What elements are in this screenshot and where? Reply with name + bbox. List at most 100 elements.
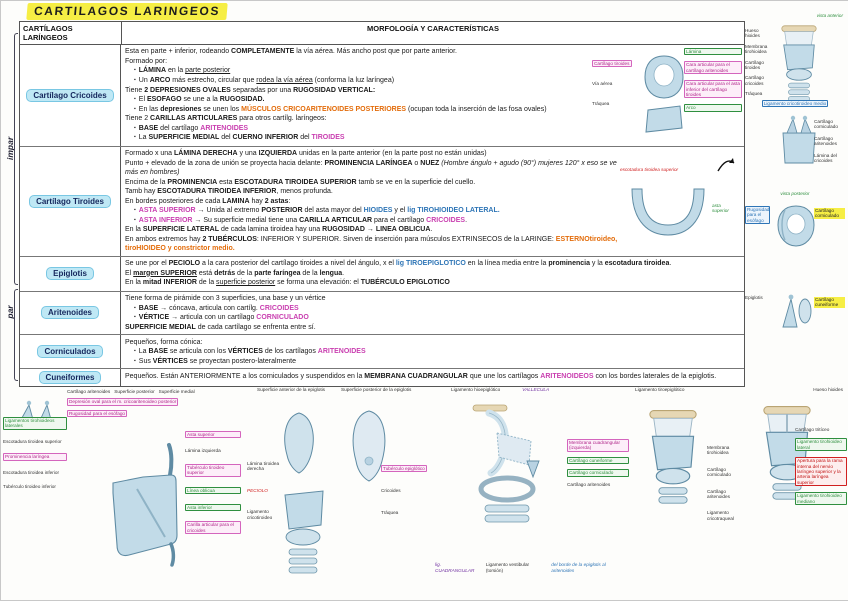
- text-segment: con los bordes laterales de la epiglotis…: [593, 372, 717, 380]
- content-line: Tiene 2 CARILLAS ARTICULARES para otros …: [125, 114, 590, 123]
- morphology-cell: Se une por el PECIOLO a la cara posterio…: [121, 257, 744, 291]
- figure-label: Tráquea: [592, 100, 610, 106]
- text-segment: en la: [166, 67, 186, 75]
- morphology-cell: Esta en parte + inferior, rodeando COMPL…: [121, 45, 744, 146]
- text-segment: Pequeños. Están ANTERIORMENTE a los corn…: [125, 372, 365, 380]
- figure-label: Escotadura tiroidea superior: [3, 438, 62, 444]
- brace-impar: [14, 33, 18, 285]
- content-line: ▪Un ARCO más estrecho, circular que rode…: [125, 76, 590, 85]
- figure-label: Tubérculo epiglótico: [381, 465, 427, 473]
- small-cartilages-illustration: [782, 294, 812, 328]
- text-segment: PROMINENCIA: [167, 178, 218, 186]
- text-segment: (ocupan toda la inserción de las fosa ov…: [406, 105, 547, 113]
- figure-labels-right: asta superior: [712, 203, 738, 214]
- text-segment: El: [125, 269, 134, 277]
- figure-label: Asta inferior: [185, 504, 241, 512]
- figure-label: Membrana tirohioidea: [707, 445, 730, 456]
- figure-label: Lámina: [684, 48, 742, 56]
- text-segment: esta: [217, 178, 235, 186]
- content-line: Formado x una LÁMINA DERECHA y una IZQUI…: [125, 149, 628, 158]
- text-segment: del asta mayor del: [302, 207, 364, 215]
- text-segment: :: [288, 197, 291, 205]
- text-segment: Un: [138, 77, 150, 85]
- figure-label: Arco: [684, 104, 742, 112]
- text-segment: de la: [196, 279, 217, 287]
- figure-label: Hueso hioides: [813, 387, 843, 392]
- line-text: ASTA INFERIOR → Su superficie medial tie…: [139, 216, 467, 225]
- figure-labels-bottom: vista posterior: [745, 191, 845, 196]
- figure-label: Ligamento tiroepiglótico: [635, 387, 685, 392]
- text-segment: En las: [138, 105, 161, 113]
- cartilage-table: CARTÍLAGOS LARÍNGEOS MORFOLOGÍA Y CARACT…: [19, 21, 745, 388]
- text-segment: que une los cartílagos: [467, 372, 541, 380]
- bullet-icon: ▪: [134, 105, 136, 112]
- figure-label: Carilla articular para el cricoides: [185, 521, 241, 535]
- text-segment: NUEZ: [420, 159, 440, 167]
- text-segment: → cóncava, articula con cartílg.: [158, 304, 260, 312]
- text-segment: se proyectan postero-lateralmente: [187, 357, 296, 365]
- text-segment: ARITENOIDES: [317, 348, 366, 356]
- thyroid-lateral-illustration: [112, 443, 178, 567]
- cartilage-name: Cartílago Tiroides: [29, 194, 111, 208]
- text-segment: ARITENOIDES: [200, 124, 249, 132]
- line-text: Pequeños. Están ANTERIORMENTE a los corn…: [125, 372, 716, 381]
- cricoid-ring-illustration: [777, 205, 815, 247]
- text-segment: MEMBRANA CUADRANGULAR: [364, 372, 468, 380]
- text-segment: → articula con un cartílago: [169, 314, 257, 322]
- figure-label: Lámina tiroidea derecha: [247, 461, 280, 472]
- figure-label: Cartílago aritenoides: [567, 481, 611, 487]
- content-line: Punto + elevado de la zona de unión se p…: [125, 159, 628, 177]
- table-header: CARTÍLAGOS LARÍNGEOS MORFOLOGÍA Y CARACT…: [20, 22, 744, 45]
- figure-label: Tráquea: [745, 91, 763, 97]
- content-line: ▪BASE → cóncava, articula con cartílg. C…: [125, 304, 740, 313]
- figure-label: Vía aérea: [592, 81, 613, 87]
- text-segment: , menos profunda.: [276, 188, 333, 196]
- text-segment: o: [412, 159, 421, 167]
- figure-label: Hueso hioides: [745, 28, 760, 39]
- text-segment: LAMINA: [222, 197, 250, 205]
- text-segment: Tiene forma de pirámide con 3 superficie…: [125, 295, 326, 303]
- content-line: Esta en parte + inferior, rodeando COMPL…: [125, 47, 590, 56]
- figure-label: Cartílago cricoides: [745, 75, 765, 86]
- text-segment: Tiene 2: [125, 115, 151, 123]
- text-segment: rodea la vía aérea: [256, 77, 313, 85]
- text-segment: ESOFAGO: [146, 96, 182, 104]
- figure-label: Depresión oval para el m. cricoaritenoid…: [67, 398, 179, 406]
- figure-label: vista posterior: [780, 190, 810, 196]
- line-text: El ESOFAGO se une a la RUGOSIDAD.: [139, 95, 265, 104]
- text-segment: Se une por el: [125, 260, 169, 268]
- figure-label: Cara articular para el cartílago ariteno…: [684, 61, 742, 75]
- figure-ligaments-lateral: Ligamento tiroepiglótico Hueso hioides Me…: [633, 387, 847, 597]
- figure-label: Cartílago tiroides: [592, 60, 632, 68]
- text-segment: separadas por una: [230, 86, 294, 94]
- text-segment: PROMINENCIA LARÍNGEA: [324, 159, 413, 167]
- cartilage-name: Corniculados: [37, 345, 103, 359]
- bullet-icon: ▪: [134, 216, 136, 223]
- figure-label: Tubérculo tiroideo superior: [185, 463, 241, 477]
- line-text: Encima de la PROMINENCIA esta ESCOTADURA…: [125, 178, 475, 187]
- content-line: Formado por:: [125, 57, 590, 66]
- content-line: Se une por el PECIOLO a la cara posterio…: [125, 259, 740, 268]
- content-line: Tiene 2 DEPRESIONES OVALES separadas por…: [125, 86, 590, 95]
- text-segment: en la línea media entre la: [465, 260, 549, 268]
- text-segment: parte faríngea: [254, 269, 301, 277]
- text-segment: En bordes posteriores de cada: [125, 197, 223, 205]
- text-segment: VÉRTICES: [227, 348, 263, 356]
- text-segment: SUPERFICIE LATERAL: [142, 226, 220, 234]
- text-segment: Formado por:: [125, 57, 168, 65]
- table-row: Epiglotis Se une por el PECIOLO a la cara…: [20, 256, 744, 292]
- cartilage-name: Epiglotis: [46, 267, 94, 281]
- text-segment: y la: [589, 260, 605, 268]
- figure-label: Asta superior: [185, 431, 241, 439]
- figure-labels-right: Membrana cuadrangular (izquierda)Cartíla…: [567, 439, 629, 487]
- figure-label: Apertura para la rama interna del nervio…: [795, 457, 847, 487]
- line-text: BASE del cartílago ARITENOIDES: [139, 124, 248, 133]
- larynx-anterior-illustration: [781, 25, 817, 102]
- line-text: En las depresiones se unen los MÚSCULOS …: [139, 105, 547, 114]
- text-segment: mitad INFERIOR: [142, 279, 197, 287]
